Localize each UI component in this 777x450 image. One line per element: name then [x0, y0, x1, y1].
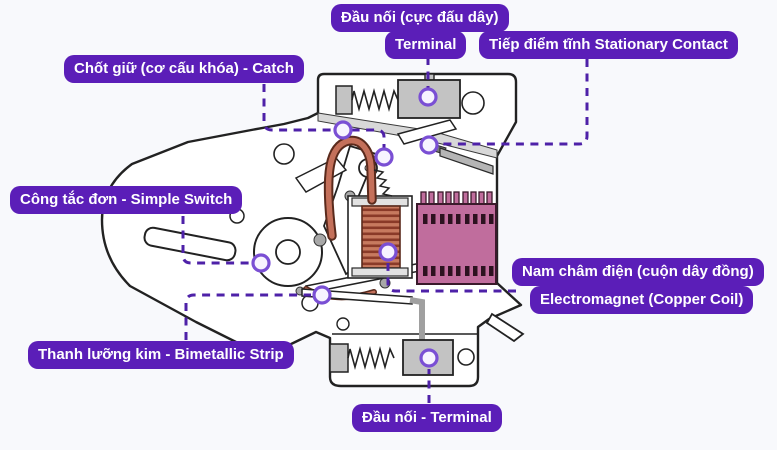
conductor-strip [409, 297, 425, 342]
screw-hole [273, 143, 295, 165]
label-terminal-top-line1: Đầu nối (cực đấu dây) [331, 4, 509, 32]
screw-hole [457, 348, 475, 366]
bottom-terminal-assembly [329, 339, 475, 376]
coil-top-flange [351, 197, 409, 207]
cam-hub [275, 239, 301, 265]
callout-line-stationary-contact [441, 59, 589, 146]
label-bimetallic-strip: Thanh lưỡng kim - Bimetallic Strip [28, 341, 294, 369]
marker-bimetallic [312, 285, 332, 305]
arc-runner-plate [439, 147, 494, 175]
label-electromagnet-line1: Nam châm điện (cuộn dây đồng) [512, 258, 764, 286]
electromagnet-coil [323, 135, 413, 279]
din-clip-foot [485, 312, 525, 343]
contact-arm [396, 119, 458, 145]
marker-catch-1 [333, 120, 353, 140]
bimetallic-strip-part [301, 286, 425, 342]
arc-chute [416, 191, 497, 285]
callout-line-bimetallic [184, 293, 311, 340]
clamp-spring [351, 88, 399, 112]
label-catch: Chốt giữ (cơ cấu khóa) - Catch [64, 55, 304, 83]
callout-markers [251, 87, 439, 368]
marker-terminal-bottom [419, 348, 439, 368]
label-electromagnet-line2: Electromagnet (Copper Coil) [530, 286, 754, 314]
marker-terminal-top [418, 87, 438, 107]
callout-line-simple-switch [181, 216, 250, 265]
label-terminal-bottom: Đầu nối - Terminal [352, 404, 502, 432]
clamp-pad [329, 343, 349, 373]
plunger-spring [373, 169, 393, 197]
clamp-spring [347, 346, 395, 370]
coil-bottom-flange [351, 267, 409, 277]
label-terminal-top-line2: Terminal [385, 31, 467, 59]
screw-hole [461, 91, 485, 115]
toggle-lever [143, 226, 237, 262]
callout-lines [181, 57, 589, 403]
arc-chute-slots-top [423, 214, 494, 224]
callout-line-electromagnet [386, 263, 516, 293]
label-stationary-contact: Tiếp điểm tĩnh Stationary Contact [479, 31, 738, 59]
screw-hole [336, 317, 350, 331]
clamp-pad [335, 85, 353, 115]
label-simple-switch: Công tắc đơn - Simple Switch [10, 186, 243, 214]
callout-line-catch [262, 84, 386, 148]
marker-catch-2 [374, 147, 394, 167]
marker-stationary-contact [419, 135, 439, 155]
copper-wire-loop-highlight [325, 137, 375, 239]
marker-electromagnet [378, 242, 398, 262]
marker-simple-switch [251, 253, 271, 273]
pivot-pin [313, 233, 327, 247]
arc-chute-slots-bottom [423, 266, 494, 276]
